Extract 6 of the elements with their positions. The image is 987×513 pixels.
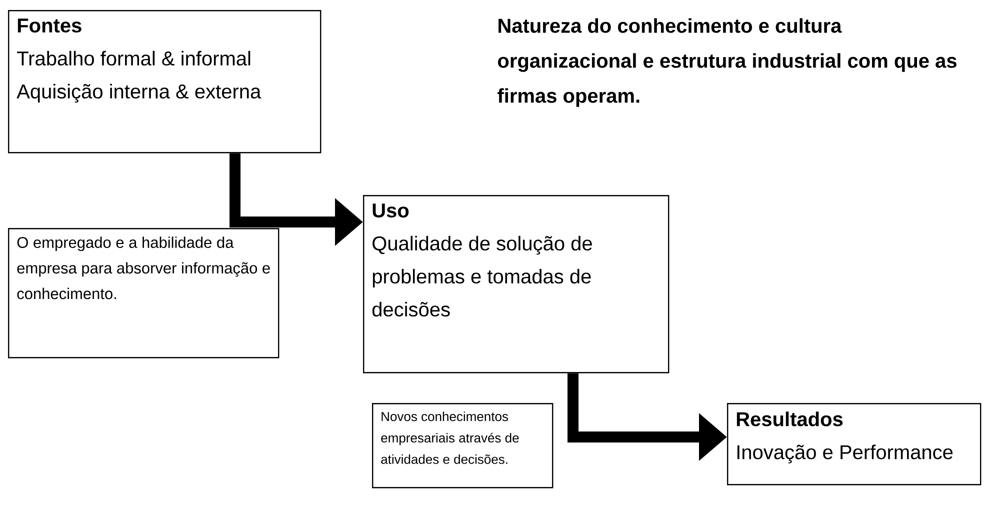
note-box: Novos conhecimentos empresariais através de atividades e decisões. [372, 402, 554, 488]
result-box: Resultados Inovação e Performance [727, 402, 982, 486]
note-box: O empregado e a habilidade da empresa para absorver informação e conhecimento. [8, 228, 280, 358]
process-box: Uso Qualidade de solução de problemas e tomadas de decisões [363, 195, 670, 374]
source-box: Fontes Trabalho formal & informal Aquisição interna & externa [8, 10, 322, 154]
title-text: Natureza do conhecimento e cultura organizacional e estrutura industrial com que as firmas operam. [498, 18, 956, 107]
